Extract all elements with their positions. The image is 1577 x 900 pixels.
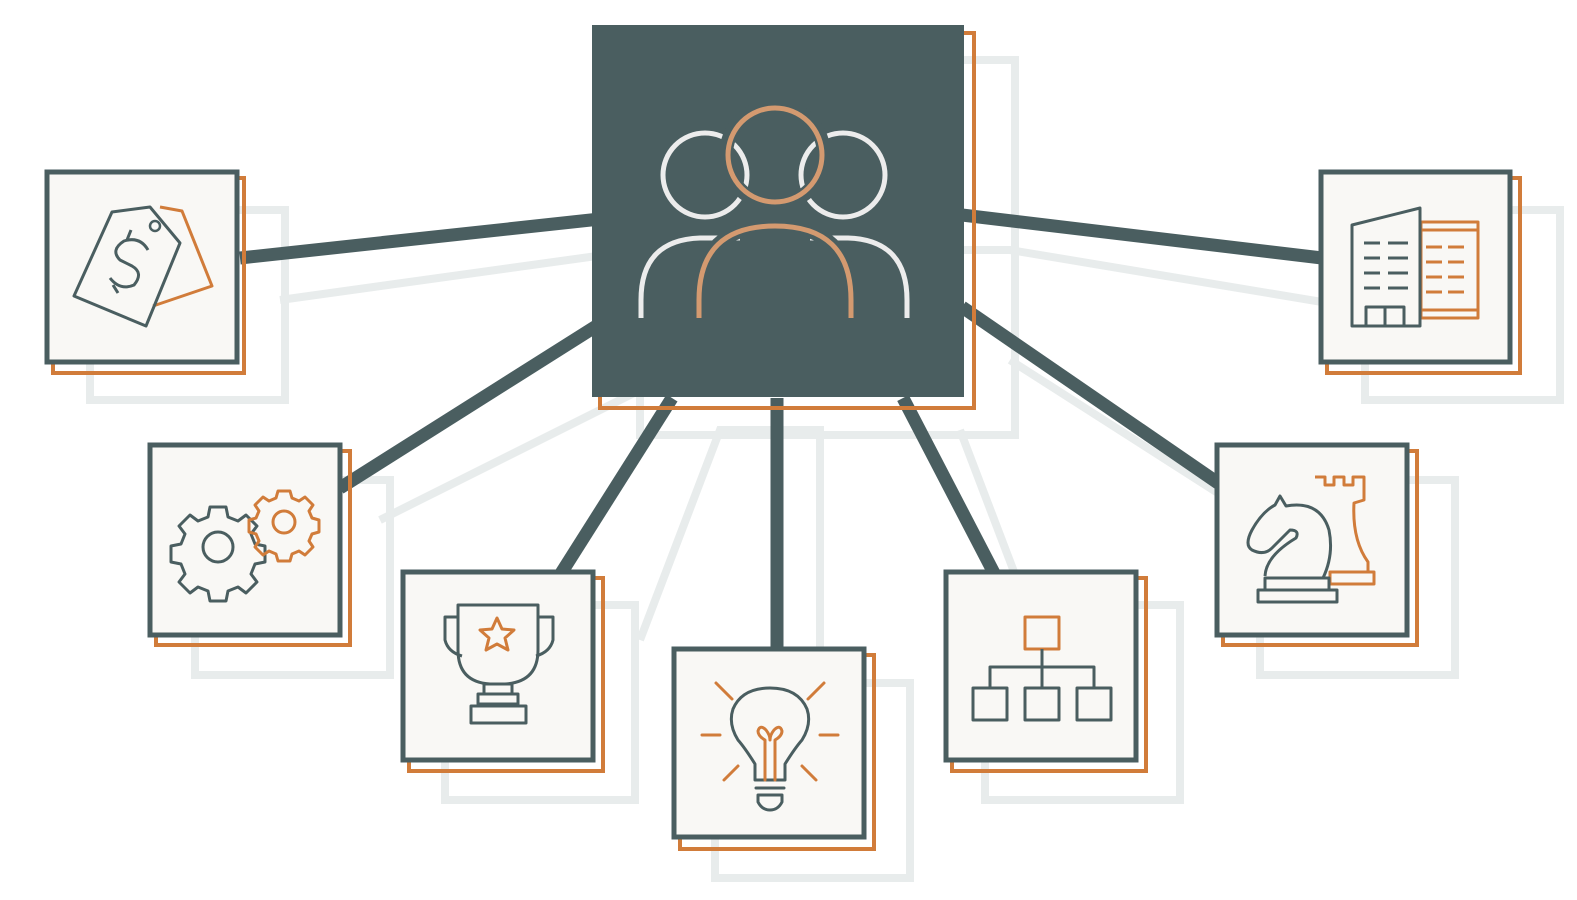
connector-pricing <box>239 212 601 265</box>
connector-company <box>961 208 1323 265</box>
price-tag-dollar-icon <box>72 205 214 328</box>
connector-structure <box>897 395 1001 578</box>
connector-achievement <box>554 394 678 579</box>
team-group-icon <box>638 99 910 318</box>
lightbulb-icon <box>700 681 840 812</box>
node-ideas <box>671 646 876 851</box>
connector-lines <box>239 208 1323 650</box>
trophy-star-icon <box>443 603 555 725</box>
node-structure <box>943 569 1148 773</box>
chess-pieces-icon <box>1246 475 1376 604</box>
org-chart-icon <box>971 615 1113 722</box>
gears-icon <box>169 489 321 603</box>
connector-strategy <box>958 301 1222 489</box>
connector-operations <box>336 319 602 494</box>
office-building-icon <box>1350 206 1480 328</box>
node-pricing <box>44 169 246 375</box>
hub-node <box>592 25 976 410</box>
node-achievement <box>400 569 605 773</box>
node-operations <box>147 442 352 647</box>
